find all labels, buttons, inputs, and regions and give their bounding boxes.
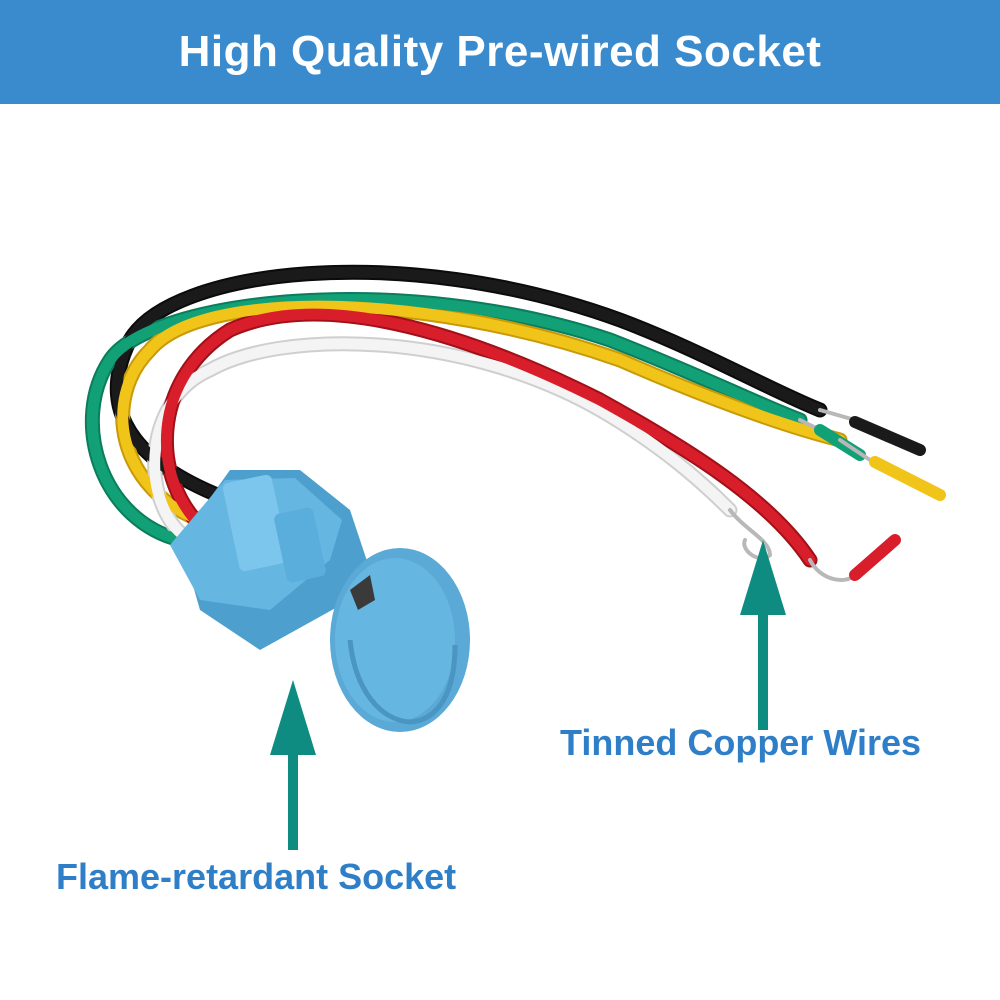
red-wire [160,308,816,566]
product-photo [84,264,946,850]
arrow-copper-wires [740,540,786,730]
flame-retardant-socket-label: Flame-retardant Socket [56,856,457,897]
tinned-copper-wires-label: Tinned Copper Wires [560,722,922,763]
socket-connector [170,470,470,732]
wire-bundle [84,264,848,568]
yellow-wire [117,300,846,526]
white-wire [149,338,736,546]
arrow-flame-retardant-socket [270,680,316,850]
wire-ends [728,408,946,582]
banner-title: High Quality Pre-wired Socket [178,27,822,76]
header-banner: High Quality Pre-wired Socket [0,0,1000,104]
